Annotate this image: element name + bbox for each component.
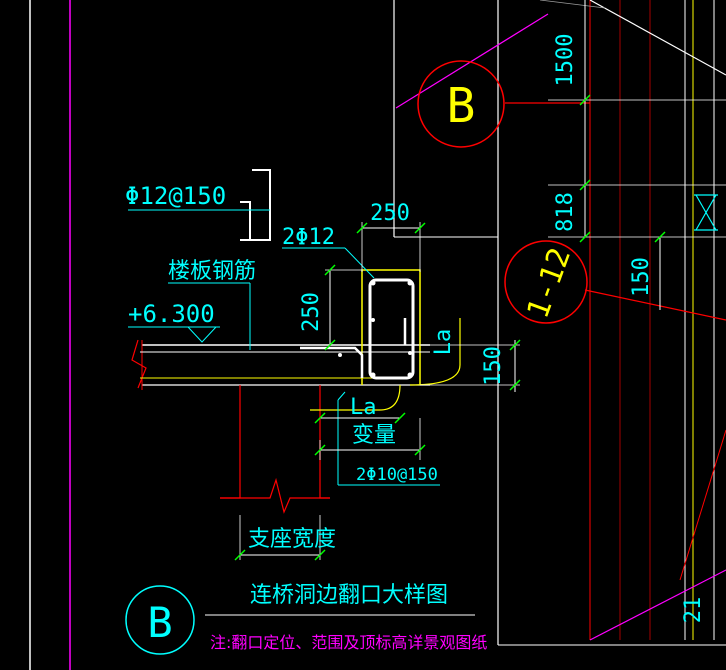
- leaders: [128, 209, 440, 486]
- rebar: [240, 169, 461, 411]
- label-support-width: 支座宽度: [248, 527, 336, 552]
- label-bar-corner: 2Φ12: [282, 225, 335, 250]
- grid-bubble-b-label: B: [447, 78, 476, 134]
- detail-dimensions: 250 250 150: [234, 201, 521, 561]
- dim-150-right: 150: [481, 346, 506, 386]
- dim-250-left: 250: [299, 292, 324, 332]
- title-block: B 连桥洞边翻口大样图 注:翻口定位、范围及顶标高详景观图纸: [125, 583, 487, 655]
- section-bubble-label: 1-12: [520, 243, 578, 323]
- dim-21: 21: [681, 597, 706, 624]
- grid-bubble-b[interactable]: B: [417, 60, 590, 148]
- label-bar-top: Φ12@150: [125, 182, 226, 210]
- label-la-bottom: La: [350, 395, 377, 420]
- dim-250-top: 250: [370, 201, 410, 226]
- dim-818: 818: [553, 192, 578, 232]
- frame-lines: [29, 0, 726, 670]
- label-stirrup: 2Φ10@150: [356, 465, 438, 485]
- dim-150-far: 150: [629, 257, 654, 297]
- label-elevation: +6.300: [128, 300, 215, 328]
- dimension-group-right: 1500 818 150 21: [548, 0, 726, 623]
- label-variable: 变量: [352, 423, 396, 448]
- section-bubble[interactable]: 1-12: [504, 240, 588, 324]
- label-la-vertical: La: [431, 329, 456, 356]
- drawing-title: 连桥洞边翻口大样图: [250, 583, 448, 608]
- drawing-note: 注:翻口定位、范围及顶标高详景观图纸: [210, 633, 487, 652]
- label-slab-rebar: 楼板钢筋: [168, 259, 256, 284]
- annotation-labels: Φ12@150 2Φ12 楼板钢筋 +6.300 La La 变量 2Φ10@1…: [125, 182, 456, 552]
- diagonal-lines: [395, 0, 726, 641]
- concrete-outline: [131, 269, 430, 514]
- title-bubble-label: B: [147, 598, 172, 647]
- dim-1500: 1500: [553, 34, 578, 87]
